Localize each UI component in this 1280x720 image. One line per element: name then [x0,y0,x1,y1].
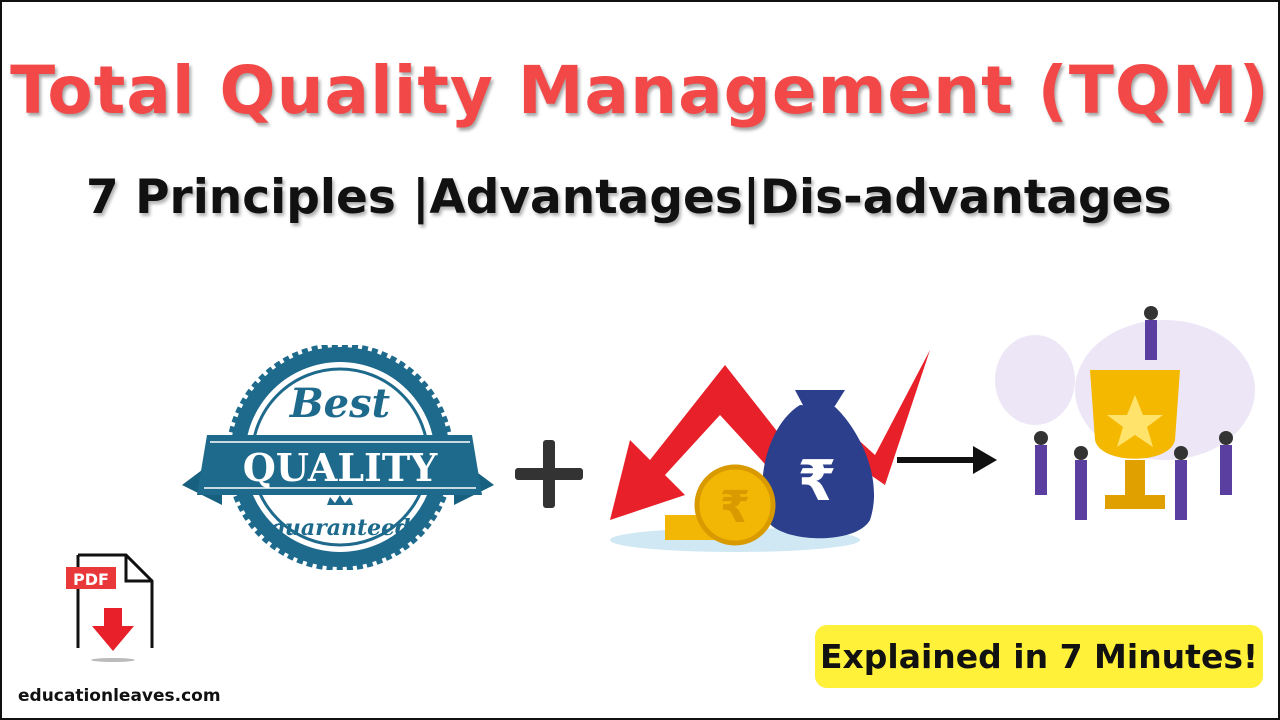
seal-badge [182,345,494,570]
pdf-download-icon[interactable]: PDF [66,553,156,663]
pdf-label: PDF [73,570,109,589]
falling-arrow-icon [610,350,930,520]
bag-rupee-symbol: ₹ [798,449,837,514]
seal-quality-text: QUALITY [243,445,438,490]
seal-guaranteed-text: guaranteed [269,515,410,541]
money-loss-illustration: ₹ ₹ [610,350,930,552]
money-bag-icon: ₹ [762,390,875,539]
gold-coin-icon: ₹ [665,464,776,546]
seal-best-text: Best [289,380,391,427]
best-quality-seal-icon: Best QUALITY guaranteed [182,345,494,570]
page-subtitle: 7 Principles |Advantages|Dis-advantages [86,170,1172,225]
page-title: Total Quality Management (TQM) [10,52,1270,129]
website-label[interactable]: educationleaves.com [18,686,221,706]
trophy-celebration-illustration [995,306,1255,520]
arrow-right-icon [897,446,997,474]
explained-callout: Explained in 7 Minutes! [815,625,1263,688]
coin-rupee-symbol: ₹ [720,482,751,533]
plus-icon [515,440,583,508]
trophy-icon [1090,370,1180,509]
